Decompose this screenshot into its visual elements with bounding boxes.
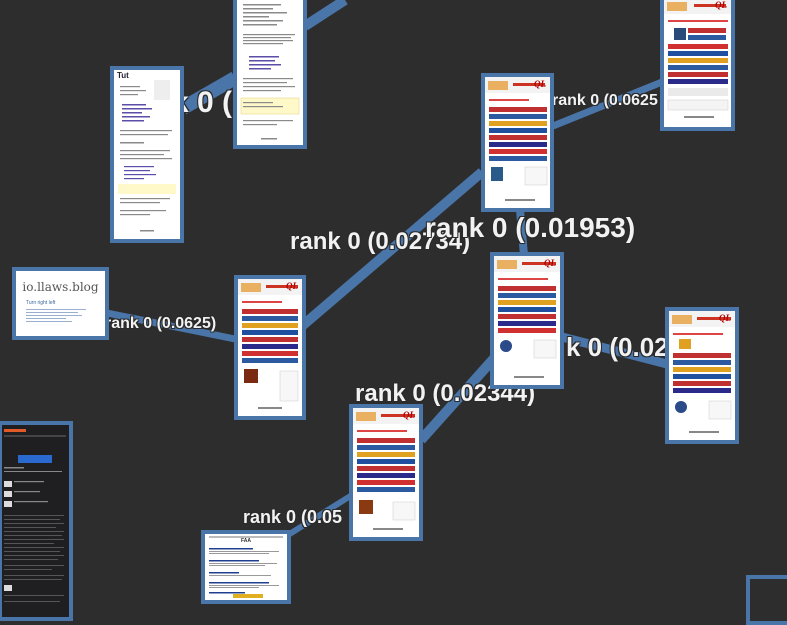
- edge-label: rank 0 (0.02734): [290, 228, 471, 255]
- edge-8: [417, 351, 501, 444]
- page-heading: FAA: [241, 538, 251, 544]
- node-thumbnail[interactable]: QL: [490, 252, 564, 389]
- edge-4: [284, 168, 486, 342]
- edge-label: k 0 (0.027: [566, 332, 684, 362]
- blog-thumbnail: [26, 309, 86, 322]
- node-thumbnail[interactable]: QL: [665, 307, 739, 444]
- edge-label: rank 0 (0.0625: [552, 92, 658, 109]
- node-thumbnail[interactable]: FAA: [201, 530, 291, 604]
- node-thumbnail[interactable]: QL: [234, 275, 306, 420]
- node-thumbnail[interactable]: QL: [349, 404, 423, 541]
- edge-9: [286, 492, 354, 538]
- portal-logo: QL: [286, 281, 298, 291]
- blog-title: io.llaws.blog: [22, 280, 99, 295]
- portal-thumbnail: [494, 256, 560, 378]
- blog-post-title: Turn right left: [26, 299, 56, 306]
- node-thumbnail[interactable]: [233, 0, 307, 149]
- node-thumbnail[interactable]: QL: [481, 73, 554, 212]
- edge-3: [551, 78, 664, 130]
- portal-thumbnail: [353, 408, 419, 530]
- edge-label: rank 0 (0.01953): [425, 212, 636, 243]
- node-thumbnail[interactable]: [746, 575, 787, 625]
- node-thumbnail[interactable]: [0, 421, 73, 621]
- portal-logo: QL: [403, 410, 415, 420]
- portal-logo: QL: [544, 258, 556, 268]
- portal-thumbnail: [238, 279, 302, 409]
- page-thumbnail: [209, 536, 283, 598]
- edge-label: rank 0 (0.05: [243, 507, 343, 527]
- node-thumbnail[interactable]: Tut: [110, 66, 184, 243]
- portal-thumbnail: [485, 77, 550, 201]
- page-heading: Tut: [117, 71, 129, 80]
- edge-2: [179, 71, 239, 115]
- edge-7: [560, 332, 669, 369]
- portal-thumbnail: [669, 311, 735, 433]
- page-thumbnail: [118, 80, 176, 232]
- edge-6: [106, 309, 236, 343]
- edge-1: [302, 0, 348, 31]
- portal-logo: QL: [534, 79, 546, 89]
- node-thumbnail[interactable]: QL: [660, 0, 735, 131]
- portal-logo: QL: [719, 313, 731, 323]
- portal-logo: QL: [715, 0, 727, 10]
- edge-label: rank 0 (0.0625): [105, 315, 217, 332]
- node-thumbnail[interactable]: io.llaws.blog Turn right left: [12, 267, 109, 340]
- portal-thumbnail: [664, 0, 731, 118]
- page-thumbnail: [240, 4, 300, 140]
- edge-5: [516, 209, 528, 256]
- forum-thumbnail: [4, 429, 66, 602]
